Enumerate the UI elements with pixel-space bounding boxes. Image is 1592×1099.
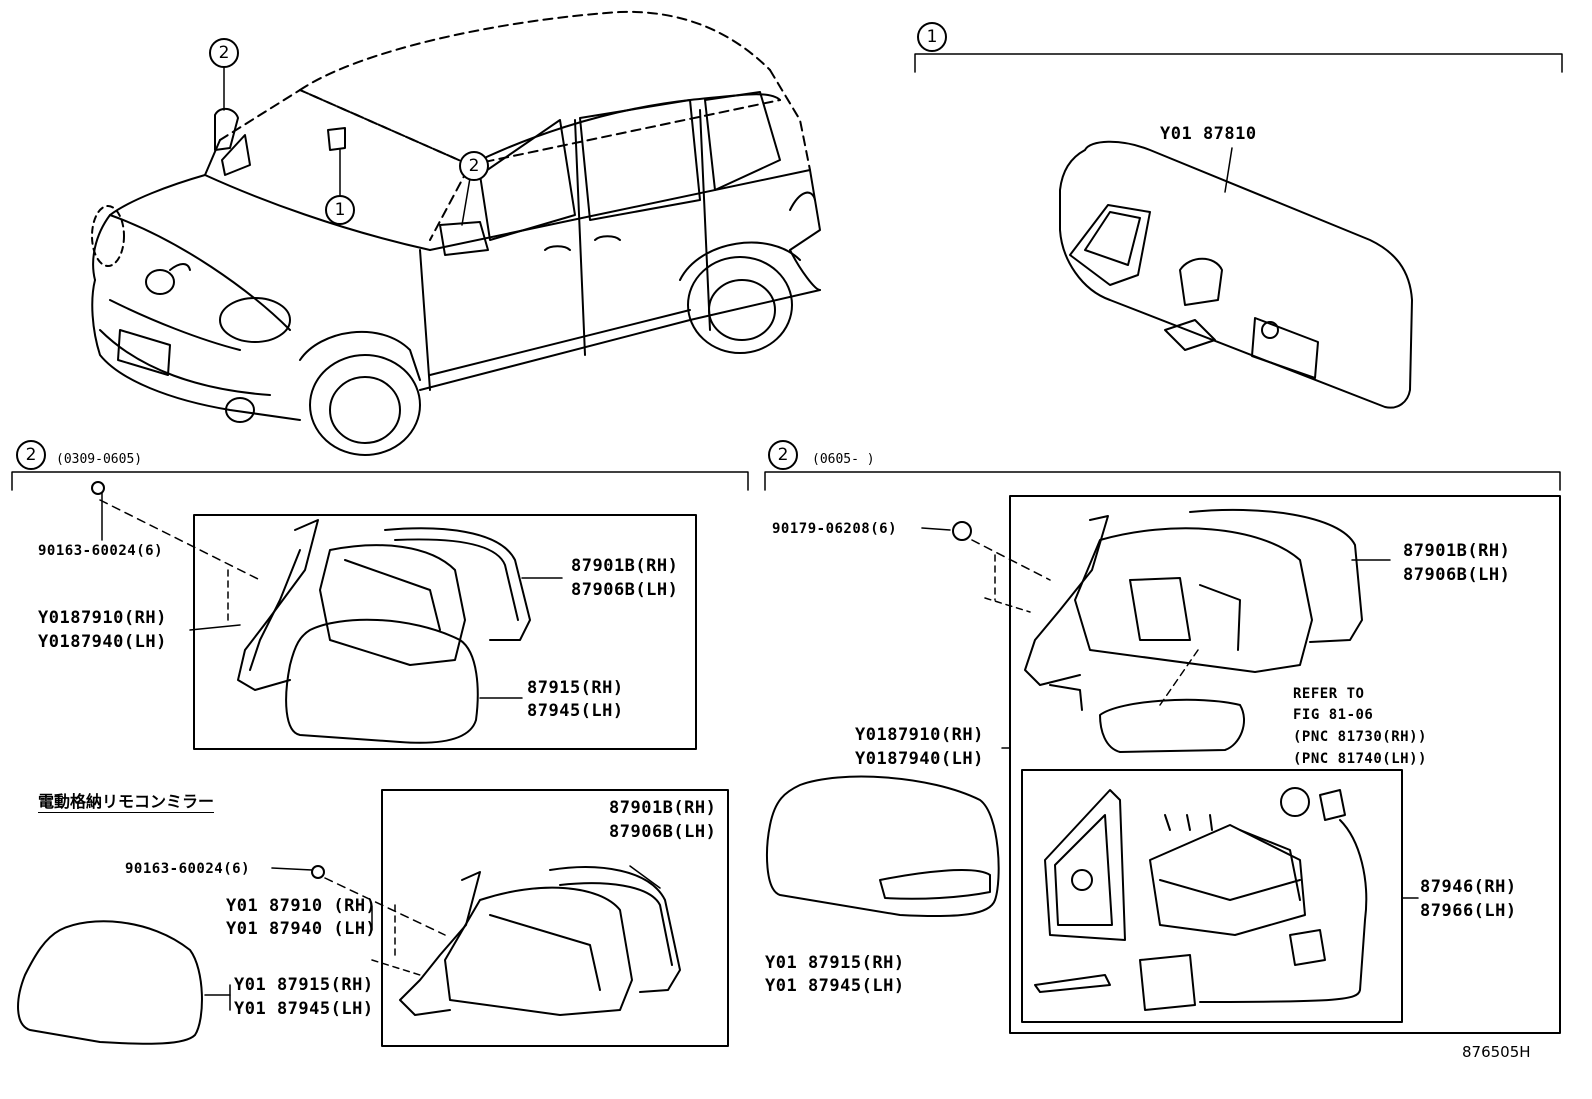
section-a-outer-rh: 87901B(RH): [571, 556, 679, 576]
section-a-mirror-rh: Y0187910(RH): [38, 608, 167, 628]
section-b-refer-line-3: (PNC 81730(RH)): [1293, 729, 1427, 745]
callout-2-car-front: 2: [209, 38, 239, 68]
section-b-mirror-rh: Y0187910(RH): [855, 725, 984, 745]
section-c-outer-lh: 87906B(LH): [609, 822, 717, 842]
section-b-motor-rh: 87946(RH): [1420, 877, 1517, 897]
section-a-cover-lh: 87945(LH): [527, 701, 624, 721]
section-b-motor-lh: 87966(LH): [1420, 901, 1517, 921]
callout-2-car-side: 2: [459, 151, 489, 181]
section-b-cover-lh: Y01 87945(LH): [765, 976, 905, 996]
callout-1-car-inner: 1: [325, 195, 355, 225]
outer-mirror-c-illustration: [17, 866, 681, 1045]
section-b-date-range: (0605- ): [812, 452, 875, 467]
section-a-cover-rh: 87915(RH): [527, 678, 624, 698]
section-b-nut-label: 90179-06208(6): [772, 521, 898, 537]
outer-mirror-a-illustration: [237, 519, 531, 744]
section-b-mirror-lh: Y0187940(LH): [855, 749, 984, 769]
section-b-refer-line-4: (PNC 81740(LH)): [1293, 751, 1427, 767]
section-a-outer-lh: 87906B(LH): [571, 580, 679, 600]
callout-2-section-b: 2: [768, 440, 798, 470]
section-c-title: 電動格納リモコンミラー: [38, 788, 215, 813]
section-c-cover-rh: Y01 87915(RH): [234, 975, 374, 995]
inner-mirror-part-label: Y01 87810: [1160, 124, 1257, 144]
section-c-mirror-lh: Y01 87940 (LH): [226, 919, 377, 939]
section-a-mirror-lh: Y0187940(LH): [38, 632, 167, 652]
vehicle-illustration: [91, 10, 821, 456]
section-a-date-range: (0309-0605): [56, 452, 143, 467]
section-c-cover-lh: Y01 87945(LH): [234, 999, 374, 1019]
section-b-refer-line-1: REFER TO: [1293, 686, 1365, 702]
figure-number: 876505H: [1462, 1043, 1531, 1061]
inner-mirror-illustration: [1059, 140, 1413, 409]
section-b-outer-lh: 87906B(LH): [1403, 565, 1511, 585]
section-b-outer-rh: 87901B(RH): [1403, 541, 1511, 561]
section-c-outer-rh: 87901B(RH): [609, 798, 717, 818]
callout-1-section: 1: [917, 22, 947, 52]
outer-mirror-b-illustration: [766, 508, 1368, 1011]
section-c-mirror-rh: Y01 87910 (RH): [226, 896, 377, 916]
section-a-bolt-label: 90163-60024(6): [38, 543, 164, 559]
callout-2-section-a: 2: [16, 440, 46, 470]
section-b-cover-rh: Y01 87915(RH): [765, 953, 905, 973]
section-b-refer-line-2: FIG 81-06: [1293, 707, 1374, 723]
section-c-bolt-label: 90163-60024(6): [125, 861, 251, 877]
